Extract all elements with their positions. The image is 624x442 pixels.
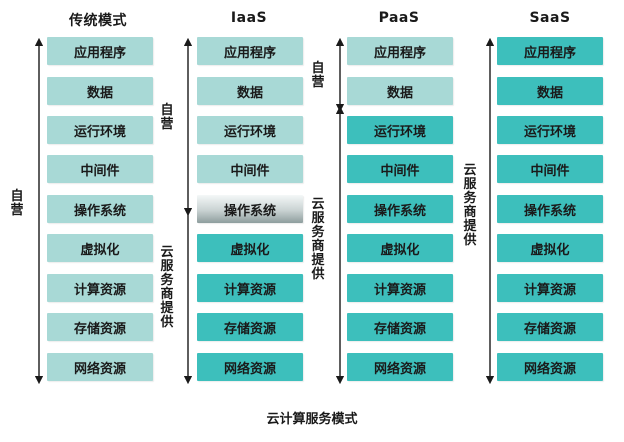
column-title-saas: SaaS bbox=[529, 10, 571, 26]
layer-box-iaas: 数据 bbox=[197, 77, 303, 105]
label-paas-provider: 云服务商提供 bbox=[311, 197, 325, 282]
layer-box-saas: 网络资源 bbox=[497, 353, 603, 381]
layer-box-traditional: 应用程序 bbox=[47, 37, 153, 65]
label-paas-self: 自营 bbox=[311, 61, 325, 90]
layer-box-traditional: 数据 bbox=[47, 77, 153, 105]
layer-box-iaas: 网络资源 bbox=[197, 353, 303, 381]
column-title-iaas: IaaS bbox=[230, 10, 268, 26]
layer-box-paas: 虚拟化 bbox=[347, 234, 453, 262]
layer-box-traditional: 网络资源 bbox=[47, 353, 153, 381]
layer-box-traditional: 操作系统 bbox=[47, 195, 153, 223]
layer-box-paas: 网络资源 bbox=[347, 353, 453, 381]
layer-box-paas: 数据 bbox=[347, 77, 453, 105]
layer-box-saas: 计算资源 bbox=[497, 274, 603, 302]
layer-box-paas: 计算资源 bbox=[347, 274, 453, 302]
layer-box-paas: 存储资源 bbox=[347, 313, 453, 341]
layer-box-iaas: 中间件 bbox=[197, 155, 303, 183]
layer-box-iaas: 虚拟化 bbox=[197, 234, 303, 262]
layer-box-iaas: 操作系统 bbox=[197, 195, 303, 223]
layer-box-saas: 运行环境 bbox=[497, 116, 603, 144]
layer-box-saas: 应用程序 bbox=[497, 37, 603, 65]
layer-box-iaas: 运行环境 bbox=[197, 116, 303, 144]
layer-box-saas: 存储资源 bbox=[497, 313, 603, 341]
layer-box-traditional: 存储资源 bbox=[47, 313, 153, 341]
layer-box-paas: 操作系统 bbox=[347, 195, 453, 223]
layer-box-saas: 虚拟化 bbox=[497, 234, 603, 262]
column-title-traditional: 传统模式 bbox=[69, 13, 127, 29]
layer-box-traditional: 中间件 bbox=[47, 155, 153, 183]
layer-box-traditional: 计算资源 bbox=[47, 274, 153, 302]
layer-box-paas: 运行环境 bbox=[347, 116, 453, 144]
layer-box-paas: 中间件 bbox=[347, 155, 453, 183]
layer-box-iaas: 应用程序 bbox=[197, 37, 303, 65]
layer-box-traditional: 虚拟化 bbox=[47, 234, 153, 262]
diagram-caption: 云计算服务模式 bbox=[266, 412, 358, 427]
label-iaas-self: 自营 bbox=[160, 103, 174, 132]
layer-box-saas: 中间件 bbox=[497, 155, 603, 183]
layer-box-iaas: 存储资源 bbox=[197, 313, 303, 341]
layer-box-saas: 数据 bbox=[497, 77, 603, 105]
column-title-paas: PaaS bbox=[378, 10, 420, 26]
layer-box-traditional: 运行环境 bbox=[47, 116, 153, 144]
layer-box-saas: 操作系统 bbox=[497, 195, 603, 223]
label-saas-provider: 云服务商提供 bbox=[463, 163, 477, 248]
layer-box-paas: 应用程序 bbox=[347, 37, 453, 65]
label-iaas-provider: 云服务商提供 bbox=[160, 245, 174, 330]
layer-box-iaas: 计算资源 bbox=[197, 274, 303, 302]
label-traditional-self: 自营 bbox=[10, 189, 24, 218]
